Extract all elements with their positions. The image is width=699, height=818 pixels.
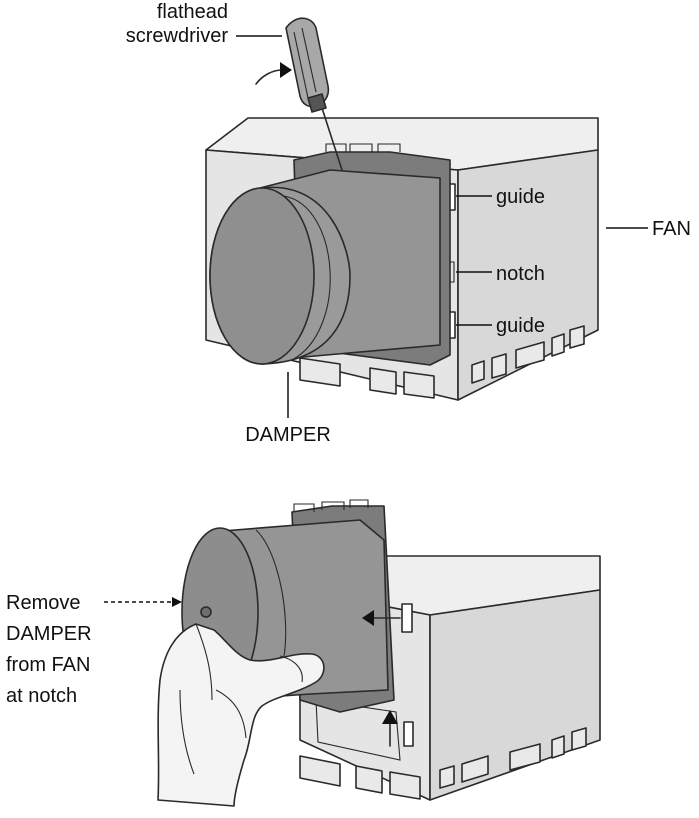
removal-arrows bbox=[362, 610, 401, 747]
label-fan: FAN bbox=[652, 218, 691, 240]
label-flathead: flathead bbox=[157, 1, 228, 23]
screwdriver-handle bbox=[285, 17, 330, 108]
bottom-illustration: Remove DAMPER from FAN at notch bbox=[6, 499, 601, 807]
label-screwdriver: screwdriver bbox=[126, 25, 229, 47]
mounting-tabs-front bbox=[299, 357, 435, 399]
label-guide-lower: guide bbox=[496, 315, 545, 337]
instruction-line-4: at notch bbox=[6, 685, 77, 707]
instruction-line-3: from FAN bbox=[6, 654, 90, 676]
guide-upper-bottom bbox=[401, 603, 413, 633]
damper-collar-front bbox=[209, 187, 315, 365]
damper-top bbox=[209, 143, 451, 366]
guide-lower-bottom bbox=[403, 721, 414, 747]
label-guide-upper: guide bbox=[496, 186, 545, 208]
top-illustration: flathead screwdriver guide notch guide F… bbox=[126, 1, 691, 446]
damper-pivot bbox=[200, 606, 212, 618]
instruction-line-2: DAMPER bbox=[6, 623, 92, 645]
label-notch: notch bbox=[496, 263, 545, 285]
flathead-screwdriver-illustration bbox=[255, 17, 343, 171]
mounting-tabs-side bbox=[471, 325, 585, 384]
hand-illustration bbox=[157, 623, 325, 807]
rotation-arrow bbox=[255, 69, 283, 85]
notch-slot bbox=[448, 261, 455, 283]
label-damper: DAMPER bbox=[245, 424, 331, 446]
instruction-line-1: Remove bbox=[6, 592, 80, 614]
fan-opening bbox=[315, 699, 401, 761]
